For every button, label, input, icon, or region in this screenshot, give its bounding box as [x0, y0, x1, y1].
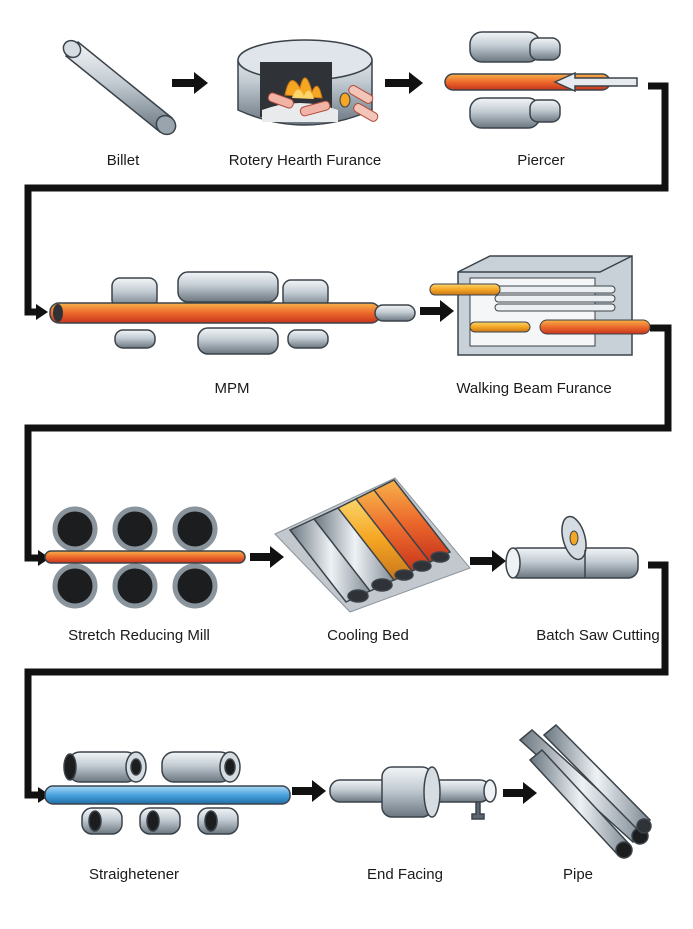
connector-piercer-to-mpm — [24, 82, 669, 316]
arrow-mpm-to-walking-beam — [420, 300, 454, 322]
cooling-bed-illustration — [274, 477, 471, 613]
batch-saw-cutting-illustration — [505, 515, 639, 579]
rotary-hearth-furnace-label: Rotery Hearth Furance — [228, 152, 382, 169]
straightener-label: Straighetener — [88, 866, 180, 883]
billet-illustration — [62, 39, 177, 136]
short-arrows — [172, 72, 537, 804]
stretch-reducing-mill-label: Stretch Reducing Mill — [68, 627, 210, 644]
pipe-label: Pipe — [562, 866, 594, 883]
billet-label: Billet — [106, 152, 140, 169]
piercer-illustration — [444, 31, 638, 129]
batch-saw-cutting-label: Batch Saw Cutting — [536, 627, 660, 644]
end-facing-label: End Facing — [367, 866, 443, 883]
arrow-billet-to-furnace — [172, 72, 208, 94]
walking-beam-furnace-illustration — [429, 255, 651, 356]
arrowhead-mpm — [36, 304, 48, 320]
arrow-furnace-to-piercer — [385, 72, 423, 94]
arrow-end-facing-to-pipe — [503, 782, 537, 804]
cooling-bed-label: Cooling Bed — [327, 627, 409, 644]
arrow-cooling-bed-to-saw — [470, 550, 506, 572]
walking-beam-furnace-label: Walking Beam Furance — [456, 380, 612, 397]
arrowhead-srm — [38, 550, 50, 566]
flow-connectors — [24, 82, 672, 799]
end-facing-illustration — [329, 766, 497, 820]
mpm-illustration — [49, 271, 416, 355]
arrow-srm-to-cooling-bed — [250, 546, 284, 568]
arrowhead-straightener — [38, 787, 50, 803]
rotary-hearth-furnace-illustration — [237, 39, 379, 126]
connector-batch-saw-to-straightener — [24, 561, 669, 799]
arrow-straightener-to-end-facing — [292, 780, 326, 802]
pipe-illustration — [518, 723, 652, 859]
mpm-label: MPM — [214, 380, 250, 397]
stretch-reducing-mill-illustration — [44, 506, 246, 609]
piercer-label: Piercer — [517, 152, 565, 169]
connector-walking-beam-to-srm — [24, 324, 672, 562]
connector-arrowheads — [36, 304, 50, 803]
straightener-illustration — [44, 751, 291, 835]
